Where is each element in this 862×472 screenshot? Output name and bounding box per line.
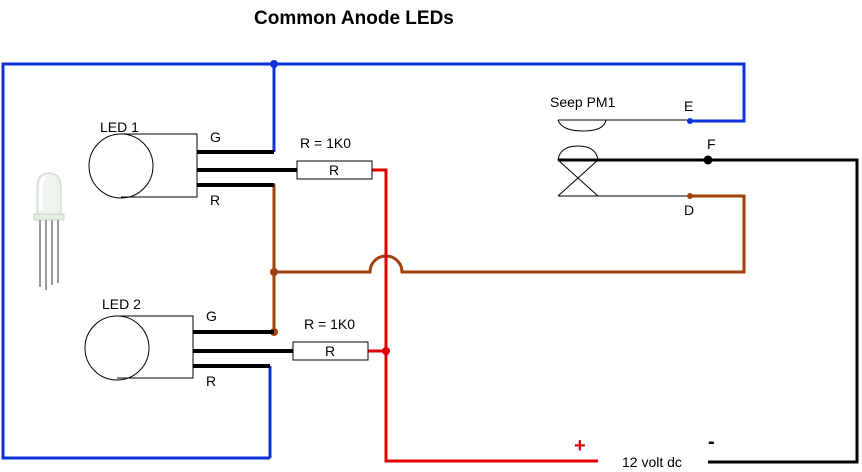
blue-anode-wire [1,62,746,460]
red-positive-wire [368,168,598,463]
black-negative-wire [558,158,859,464]
red-junction-dot [382,347,390,355]
supply-negative-sign: - [708,431,715,453]
supply-label: 12 volt dc [622,454,682,470]
led-2: LED 2 G R [84,296,293,389]
resistor-1-symbol: R [329,162,339,178]
seep-terminal-d-label: D [684,202,694,218]
seep-terminal-e-label: E [684,98,693,114]
resistor-2-symbol: R [325,343,335,359]
brown-junction-dot-top [270,268,278,276]
resistor-2-value: R = 1K0 [304,316,355,332]
seep-terminal-f-label: F [707,136,716,152]
led-2-red-pin-label: R [206,373,216,389]
diagram-title: Common Anode LEDs [254,8,454,29]
brown-green-wire [195,183,746,334]
rgb-led-picture [33,172,65,290]
resistor-1: R R = 1K0 [296,135,373,180]
led-2-body [84,315,150,381]
led-1-label: LED 1 [100,119,139,135]
led-1: LED 1 G R [88,119,297,208]
supply-positive-sign: + [574,435,586,457]
seep-pm1 [557,119,690,197]
seep-terminal-f-dot [703,155,713,165]
seep-terminal-d-dot [687,193,693,199]
blue-junction-dot [270,60,278,68]
led-1-green-pin-label: G [210,129,221,145]
led-2-green-pin-label: G [206,308,217,324]
led-1-red-pin-label: R [210,192,220,208]
seep-label: Seep PM1 [550,94,616,110]
led-2-label: LED 2 [102,296,141,312]
seep-terminal-e-dot [687,118,693,124]
resistor-1-value: R = 1K0 [300,135,351,151]
resistor-2: R R = 1K0 [292,316,369,361]
led-1-body [88,133,154,199]
